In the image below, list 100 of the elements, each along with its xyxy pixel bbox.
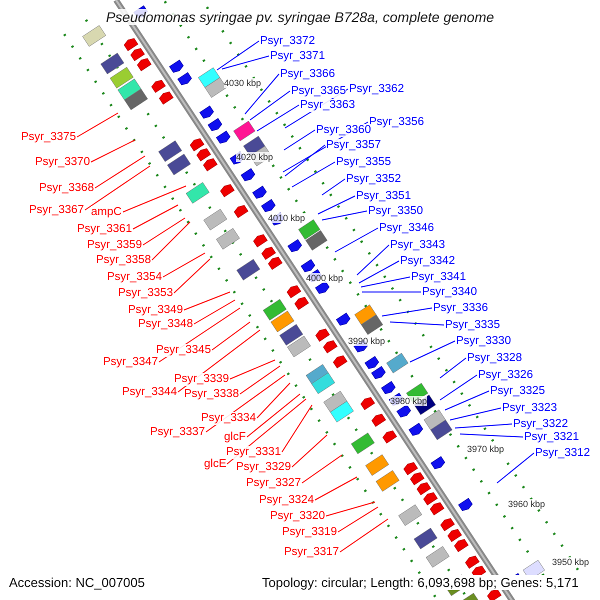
scale-label: 4010 kbp (268, 213, 306, 223)
gene-label: Psyr_3320 (270, 510, 325, 522)
gene-label: Psyr_3366 (280, 68, 335, 80)
gene-label: Psyr_3353 (118, 286, 173, 300)
gene-label: Psyr_3312 (535, 446, 590, 460)
leader-line (292, 434, 328, 468)
leader-line (356, 244, 390, 276)
leader-line (230, 360, 276, 380)
title: Pseudomonas syringae pv. syringae B728a, complete genome (106, 9, 494, 25)
scale-label: 4030 kbp (224, 78, 262, 88)
gene-label: Psyr_3339 (174, 372, 229, 386)
gene-label: ampC (91, 206, 122, 218)
leader-line (292, 162, 336, 188)
leader-line (84, 166, 150, 210)
gene-label: Psyr_3346 (379, 222, 434, 234)
leader-line (318, 196, 356, 214)
leader-line (216, 40, 260, 70)
scale-label: 3950 kbp (552, 557, 590, 567)
gene-label: Psyr_3370 (35, 156, 90, 168)
gene-label: Psyr_3317 (284, 546, 339, 558)
gene-label: Psyr_3352 (346, 172, 401, 186)
leader-line (302, 454, 342, 484)
leader-line (284, 144, 326, 176)
scale-label: 3990 kbp (348, 336, 386, 346)
gene-label: Psyr_3375 (21, 130, 76, 144)
leader-line (132, 204, 178, 230)
gene-label: Psyr_3360 (316, 124, 371, 136)
scale-label: 3980 kbp (390, 396, 428, 406)
scale-label: 3970 kbp (467, 444, 504, 454)
gene-label: Psyr_3328 (467, 352, 522, 364)
leader-line (184, 292, 230, 310)
leader-line (390, 322, 444, 326)
gene-label: Psyr_3324 (259, 494, 314, 506)
leader-line (460, 434, 524, 438)
leader-line (314, 476, 358, 500)
leader-line (450, 408, 502, 420)
leader-line (284, 130, 316, 150)
gene-label: Psyr_3347 (103, 356, 158, 368)
leader-line (256, 104, 300, 132)
footer-text: Topology: circular; Length: 6,093,698 bp; Genes: 5,171 (262, 575, 579, 590)
gene-label: Psyr_3351 (356, 190, 411, 202)
leader-line (322, 178, 346, 196)
leader-line (454, 424, 512, 428)
leader-line (326, 502, 376, 516)
gene-label: Psyr_3372 (260, 34, 315, 48)
gene-label: Psyr_3338 (184, 388, 239, 400)
gene-label: Psyr_3331 (226, 446, 281, 458)
gene-label: glcF (224, 430, 246, 444)
leader-line (90, 140, 136, 162)
leader-line (194, 300, 236, 324)
gene-label: Psyr_3368 (39, 182, 94, 194)
gene-label: Psyr_3345 (156, 344, 211, 356)
gene-label: Psyr_3350 (368, 204, 423, 218)
gene-label: Psyr_3362 (349, 82, 404, 96)
leader-line (244, 74, 280, 114)
gene-label: glcE (204, 458, 226, 470)
leader-line (152, 222, 190, 260)
gene-label: Psyr_3319 (282, 526, 337, 538)
gene-label: Psyr_3337 (150, 426, 205, 438)
leader-line (222, 56, 270, 70)
gene-label: Psyr_3354 (107, 270, 162, 284)
gene-label: Psyr_3341 (411, 270, 466, 284)
leader-line (162, 252, 206, 278)
leader-line (94, 156, 146, 188)
leader-line (410, 340, 456, 362)
gene-label: Psyr_3330 (456, 334, 511, 348)
leader-line (338, 506, 378, 532)
gene-label: Psyr_3348 (138, 318, 193, 330)
gene-label: Psyr_3322 (513, 418, 568, 430)
gene-label: Psyr_3344 (122, 386, 177, 398)
leader-line (340, 518, 388, 552)
gene-label: Psyr_3363 (300, 98, 355, 112)
leader-line (440, 358, 466, 378)
leader-line (382, 308, 432, 316)
leader-line (212, 322, 250, 350)
gene-label: Psyr_3365 (291, 84, 346, 98)
gene-label: Psyr_3329 (236, 460, 291, 474)
gene-label: Psyr_3334 (201, 412, 256, 424)
leader-line (440, 374, 478, 400)
scale-label: 4000 kbp (306, 273, 344, 283)
gene-label: Psyr_3321 (524, 430, 579, 444)
gene-label: Psyr_3325 (490, 384, 545, 398)
leader-line (142, 218, 186, 246)
gene-label: Psyr_3371 (270, 50, 325, 62)
leader-line (334, 228, 378, 252)
leader-line (122, 186, 186, 212)
leader-line (358, 260, 400, 284)
leader-line (256, 382, 290, 418)
scale-label: 3960 kbp (508, 499, 546, 509)
leader-line (250, 90, 290, 120)
gene-label: Psyr_3326 (478, 368, 533, 382)
gene-label: Psyr_3349 (128, 304, 183, 316)
leader-line (322, 210, 368, 220)
gene-label: Psyr_3357 (326, 138, 381, 152)
gene-label: Psyr_3367 (29, 204, 84, 216)
gene-label: Psyr_3358 (96, 254, 151, 266)
gene-label: Psyr_3335 (445, 318, 500, 332)
gene-label: Psyr_3343 (390, 238, 445, 252)
leader-line (76, 112, 118, 138)
gene-label: Psyr_3361 (77, 222, 132, 236)
